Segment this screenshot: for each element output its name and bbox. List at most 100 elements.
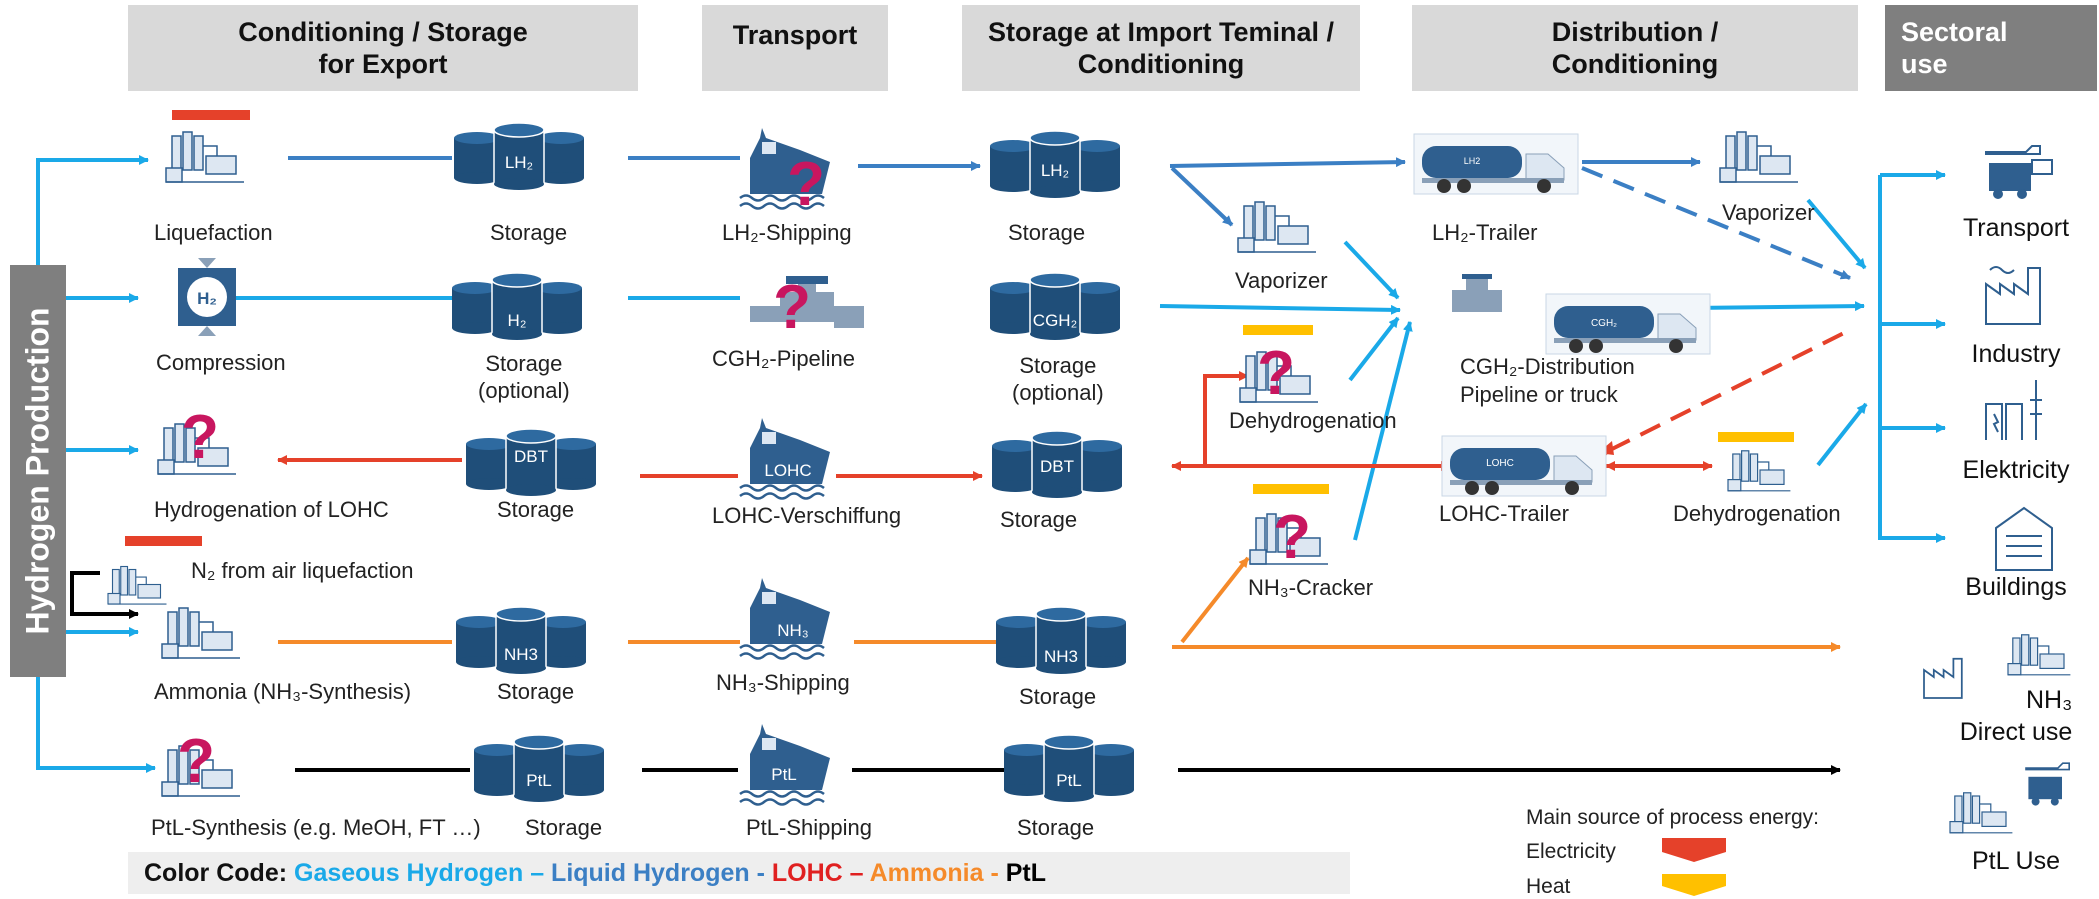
header-line: for Export (318, 49, 448, 79)
sector-buildings-label: Buildings (1965, 573, 2067, 601)
color-code-gaseous: Gaseous Hydrogen (294, 859, 524, 887)
energy-legend-heat: Heat (1526, 875, 1571, 898)
vaporizer-plant-icon (1237, 201, 1317, 253)
ptl-use-plant-icon (1949, 792, 2014, 834)
import-storage-label: Storage (1019, 684, 1097, 709)
heat-marker-icon (1243, 325, 1313, 335)
header-line: use (1901, 49, 1948, 79)
ship-label: NH₃ (777, 621, 808, 640)
ptl-use-transport-icon (2025, 762, 2071, 806)
ptl-synthesis-label: PtL-Synthesis (e.g. MeOH, FT …) (151, 815, 481, 840)
sector-industry-label: Industry (1971, 340, 2061, 368)
storage-line: (optional) (478, 378, 570, 403)
storage-optional-label: Storage(optional) (478, 350, 570, 404)
tank-label: PtL (1056, 771, 1082, 790)
compression-label: Compression (156, 350, 286, 375)
tank-label: NH3 (1044, 647, 1078, 666)
heat-marker-icon (1253, 484, 1329, 494)
header-line: Conditioning (1551, 49, 1719, 79)
ship-label: PtL (771, 765, 797, 784)
header-import-terminal: Storage at Import Teminal /Conditioning (962, 5, 1360, 91)
electricity-marker-icon (172, 110, 250, 120)
import-tank-ptl-icon (1003, 734, 1135, 803)
import-storage-label: Storage (1000, 507, 1078, 532)
tank-label: PtL (526, 771, 552, 790)
lh2-trailer-icon (1413, 133, 1579, 195)
color-code-lohc: LOHC (771, 859, 843, 887)
ptl-shipping-label: PtL-Shipping (746, 815, 872, 840)
heat-marker-icon (1718, 432, 1794, 442)
color-code-ptl: PtL (1005, 859, 1047, 887)
tank-label: DBT (514, 447, 548, 466)
hydrogenation-label: Hydrogenation of LOHC (154, 497, 389, 522)
electricity-sector-icon (1985, 380, 2042, 440)
cgh2-truck-icon (1545, 293, 1711, 355)
sector-transport-label: Transport (1962, 214, 2070, 242)
liquefaction-plant-icon (165, 131, 245, 183)
transport-sector-icon (1985, 145, 2053, 199)
electricity-marker-icon (125, 536, 202, 546)
n2-label: N₂ from air liquefaction (191, 558, 414, 583)
header-transport: Transport (702, 5, 888, 91)
storage-line: (optional) (1012, 380, 1104, 405)
electricity-legend-marker (1662, 838, 1726, 862)
import-storage-label: Storage (1017, 815, 1095, 840)
dehydrogenation-label: Dehydrogenation (1229, 408, 1397, 433)
header-line: Storage at Import Teminal / (987, 17, 1335, 47)
nh3-shipping-label: NH₃-Shipping (716, 670, 850, 695)
storage-label: Storage (525, 815, 603, 840)
question-mark-icon (1273, 503, 1311, 572)
color-code-sep: - (990, 859, 999, 887)
distribution-vaporizer-label: Vaporizer (1722, 200, 1815, 225)
import-storage-label: Storage (1008, 220, 1086, 245)
question-mark-icon (181, 403, 219, 472)
truck-label: LH2 (1464, 156, 1481, 166)
color-code-legend: Color Code: Gaseous Hydrogen – Liquid Hy… (128, 852, 1350, 894)
header-distribution: Distribution /Conditioning (1412, 5, 1858, 91)
production-feed-line (36, 677, 156, 773)
energy-legend-title: Main source of process energy: (1526, 806, 1819, 829)
color-code-prefix: Color Code: (144, 859, 288, 887)
header-line: Distribution / (1551, 17, 1719, 47)
liquefaction-label: Liquefaction (154, 220, 273, 245)
direct-use-industry-icon (1923, 657, 1963, 699)
tank-label: CGH₂ (1033, 311, 1077, 330)
hydrogen-production-bar (10, 265, 66, 677)
header-line: Transport (732, 20, 858, 50)
lohc-trailer-label: LOHC-Trailer (1439, 501, 1569, 526)
distribution-line: Pipeline or truck (1460, 382, 1618, 407)
ammonia-label: Ammonia (NH₃-Synthesis) (154, 679, 412, 704)
distribution-dehydrogenation-icon (1727, 450, 1792, 492)
question-mark-icon (773, 273, 811, 342)
direct-use-plant-icon (2007, 634, 2071, 676)
ammonia-plant-icon (161, 607, 241, 659)
storage-label: Storage (497, 679, 575, 704)
question-mark-icon (1257, 339, 1295, 408)
tank-label: NH3 (504, 645, 538, 664)
storage-label: Storage (490, 220, 568, 245)
header-line: Conditioning / Storage (238, 17, 528, 47)
header-line: Conditioning (1077, 49, 1245, 79)
distribution-dehydrogenation-label: Dehydrogenation (1673, 501, 1841, 526)
cgh2-pipeline-label: CGH₂-Pipeline (712, 346, 856, 371)
pipeline-valve-icon (1452, 274, 1502, 312)
lohc-shipping-label: LOHC-Verschiffung (712, 503, 902, 528)
lh2-shipping-label: LH₂-Shipping (722, 220, 852, 245)
lohc-trailer-icon (1441, 435, 1607, 497)
distribution-line: CGH₂-Distribution (1460, 354, 1635, 379)
storage-line: Storage (1019, 353, 1097, 378)
color-code-sep: – (849, 859, 864, 887)
tank-label: LH₂ (1041, 161, 1069, 180)
storage-tank-ptl-icon (473, 734, 605, 803)
heat-legend-marker (1662, 874, 1726, 896)
truck-label: LOHC (1486, 458, 1514, 469)
distribution-vaporizer-icon (1719, 131, 1799, 183)
question-mark-icon (787, 150, 825, 219)
n2-feed-line (70, 571, 139, 619)
storage-label: Storage (497, 497, 575, 522)
tank-label: LH₂ (505, 153, 533, 172)
lh2-trailer-label: LH₂-Trailer (1432, 220, 1538, 245)
